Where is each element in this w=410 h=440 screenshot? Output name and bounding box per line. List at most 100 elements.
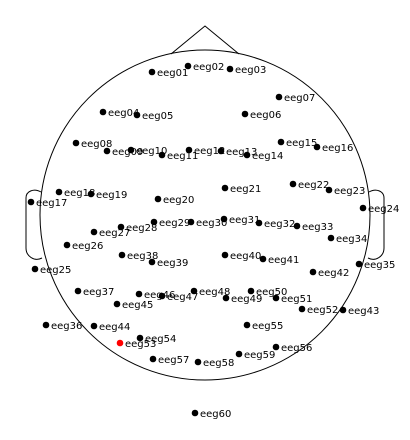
electrode-eeg57: eeg57: [149, 355, 189, 366]
electrode-eeg05: eeg05: [133, 111, 173, 122]
electrode-eeg50: eeg50: [247, 287, 287, 298]
electrode-dot: [27, 198, 35, 206]
electrode-label: eeg25: [40, 265, 71, 276]
electrode-label: eeg48: [199, 287, 230, 298]
electrode-dot: [221, 251, 229, 259]
electrode-label: eeg03: [235, 65, 266, 76]
electrode-dot: [184, 62, 192, 70]
electrode-label: eeg47: [167, 292, 198, 303]
electrode-dot: [63, 241, 71, 249]
electrode-eeg52: eeg52: [298, 305, 338, 316]
electrode-dot: [103, 147, 111, 155]
electrode-eeg19: eeg19: [87, 190, 127, 201]
electrode-eeg26: eeg26: [63, 241, 103, 252]
electrode-dot: [148, 68, 156, 76]
electrode-eeg06: eeg06: [241, 110, 281, 121]
electrode-dot: [359, 204, 367, 212]
electrode-eeg30: eeg30: [187, 218, 227, 229]
electrode-eeg15: eeg15: [277, 138, 317, 149]
electrode-eeg38: eeg38: [118, 251, 158, 262]
electrode-label: eeg20: [163, 195, 194, 206]
electrode-label: eeg28: [126, 223, 157, 234]
electrode-eeg37: eeg37: [74, 287, 114, 298]
electrode-label: eeg59: [244, 350, 275, 361]
electrode-dot: [289, 180, 297, 188]
electrode-label: eeg58: [203, 358, 234, 369]
electrode-eeg17: eeg17: [27, 198, 67, 209]
electrode-label: eeg54: [145, 334, 176, 345]
electrode-label: eeg38: [127, 251, 158, 262]
electrode-eeg12: eeg12: [185, 146, 225, 157]
electrode-eeg41: eeg41: [259, 255, 299, 266]
electrode-label: eeg19: [96, 190, 127, 201]
electrode-eeg39: eeg39: [148, 258, 188, 269]
electrode-eeg34: eeg34: [327, 234, 367, 245]
electrode-label: eeg55: [252, 321, 283, 332]
electrode-label: eeg41: [268, 255, 299, 266]
electrode-eeg33: eeg33: [293, 222, 333, 233]
electrode-dot: [190, 287, 198, 295]
electrode-dot: [235, 350, 243, 358]
electrode-label: eeg06: [250, 110, 281, 121]
electrode-eeg10: eeg10: [127, 146, 167, 157]
electrode-dot: [255, 219, 263, 227]
electrode-label: eeg35: [364, 260, 395, 271]
electrode-eeg29: eeg29: [150, 218, 190, 229]
electrode-eeg49: eeg49: [222, 294, 262, 305]
electrode-label: eeg17: [36, 198, 67, 209]
electrode-label: eeg42: [318, 268, 349, 279]
electrode-dot: [187, 218, 195, 226]
electrode-dot: [133, 111, 141, 119]
electrode-dot: [136, 334, 144, 342]
electrode-dot: [220, 215, 228, 223]
electrode-eeg22: eeg22: [289, 180, 329, 191]
electrode-label: eeg18: [64, 188, 95, 199]
electrode-eeg28: eeg28: [117, 223, 157, 234]
electrode-label: eeg05: [142, 111, 173, 122]
head-circle: [39, 49, 371, 381]
electrode-eeg14: eeg14: [243, 151, 283, 162]
electrode-eeg45: eeg45: [113, 300, 153, 311]
electrode-label: eeg11: [167, 151, 198, 162]
electrode-dot: [72, 139, 80, 147]
electrode-eeg08: eeg08: [72, 139, 112, 150]
electrode-dot: [113, 300, 121, 308]
electrode-eeg01: eeg01: [148, 68, 188, 79]
electrode-dot: [90, 322, 98, 330]
electrode-dot: [226, 65, 234, 73]
electrode-eeg43: eeg43: [339, 306, 379, 317]
electrode-eeg60: eeg60: [191, 409, 231, 420]
electrode-dot: [355, 260, 363, 268]
electrode-label: eeg07: [284, 93, 315, 104]
electrode-eeg51: eeg51: [272, 294, 312, 305]
electrode-dot: [149, 355, 157, 363]
left-ear: [25, 189, 43, 260]
electrode-dot: [118, 251, 126, 259]
electrode-dot: [247, 287, 255, 295]
electrode-label: eeg43: [348, 306, 379, 317]
electrode-label: eeg34: [336, 234, 367, 245]
electrode-label: eeg33: [302, 222, 333, 233]
electrode-label: eeg56: [281, 343, 312, 354]
head-outline-group: [25, 25, 385, 381]
electrode-eeg03: eeg03: [226, 65, 266, 76]
electrode-dot: [339, 306, 347, 314]
electrode-dot: [298, 305, 306, 313]
electrode-eeg48: eeg48: [190, 287, 230, 298]
electrode-label: eeg39: [157, 258, 188, 269]
electrode-dot: [127, 146, 135, 154]
electrode-dot: [55, 188, 63, 196]
electrode-eeg04: eeg04: [99, 108, 139, 119]
electrode-eeg13: eeg13: [217, 147, 257, 158]
electrode-label: eeg32: [264, 219, 295, 230]
electrode-eeg58: eeg58: [194, 358, 234, 369]
electrode-eeg35: eeg35: [355, 260, 395, 271]
electrode-label: eeg51: [281, 294, 312, 305]
electrode-label: eeg09: [112, 147, 143, 158]
electrode-label: eeg52: [307, 305, 338, 316]
electrode-dot: [42, 321, 50, 329]
electrode-eeg11: eeg11: [158, 151, 198, 162]
electrode-dot: [325, 186, 333, 194]
electrode-eeg44: eeg44: [90, 322, 130, 333]
